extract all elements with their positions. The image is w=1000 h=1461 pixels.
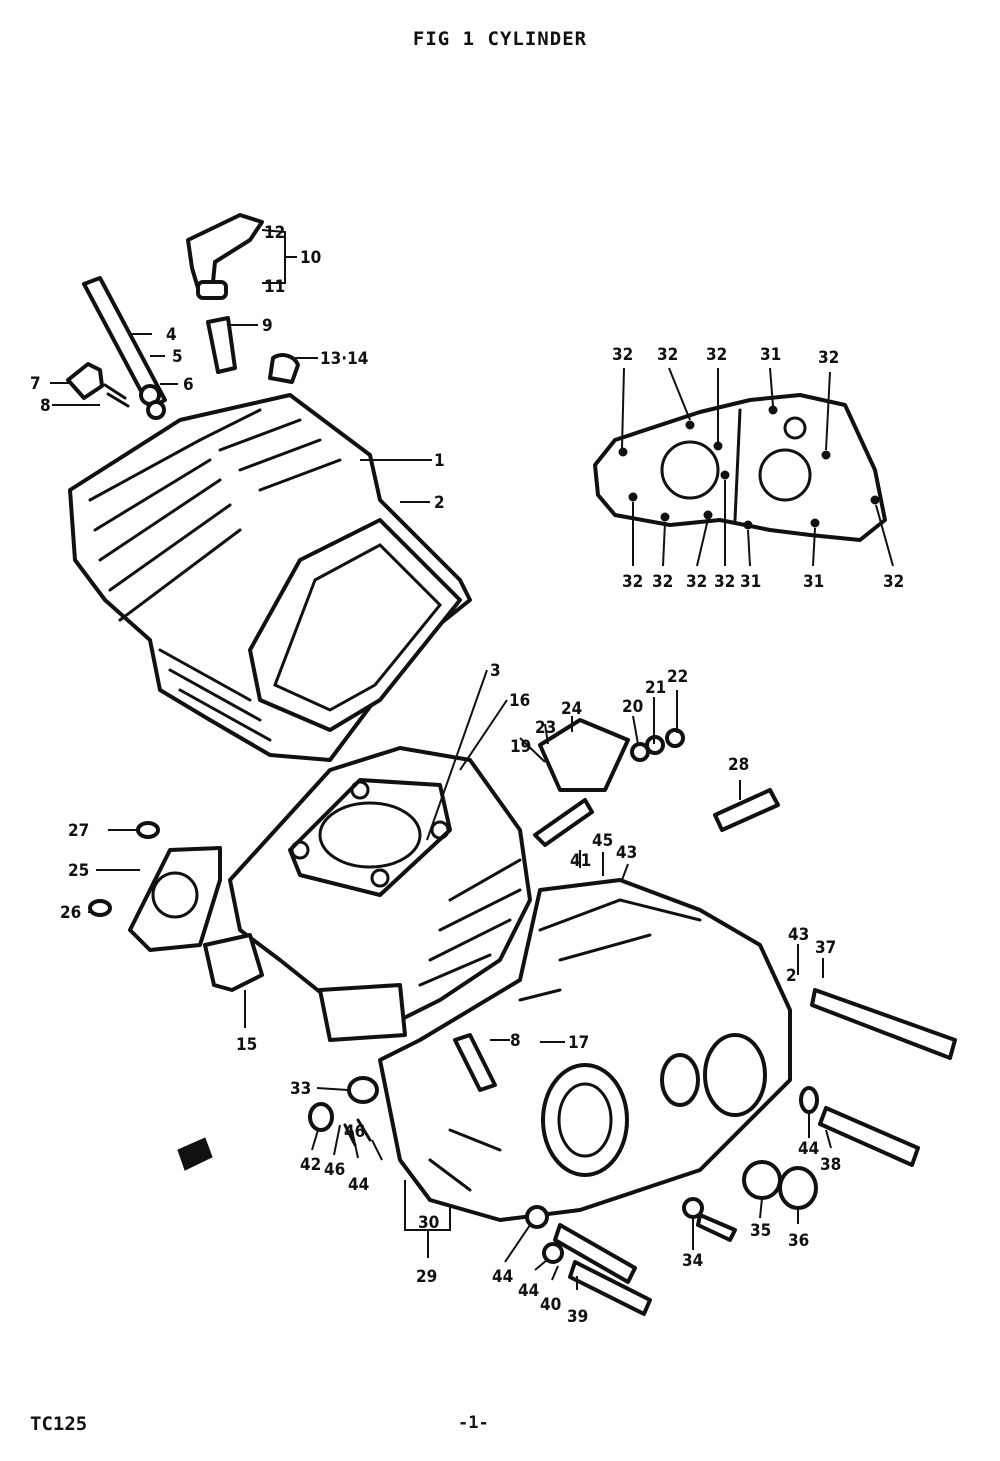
bolts-and-pins	[308, 718, 957, 1316]
callout-41: 41	[570, 851, 591, 871]
callout-30: 30	[418, 1213, 439, 1233]
callout-20: 20	[622, 697, 643, 717]
leader-lines	[50, 229, 832, 1290]
callout-25: 25	[68, 861, 89, 881]
callout-3: 3	[490, 661, 501, 681]
callout-2: 2	[434, 493, 445, 513]
crankcase	[378, 878, 792, 1222]
callout-45: 45	[592, 831, 613, 851]
inset-callout-bottom-3: 32	[686, 572, 707, 592]
callout-19: 19	[510, 737, 531, 757]
callout-28: 28	[728, 755, 749, 775]
callout-labels: 1 2 3 4 5 6 7 8 9 10 11 12 13·14 15 16 1…	[30, 223, 904, 1327]
cylinder-block	[228, 746, 532, 1042]
callout-44b: 44	[492, 1267, 513, 1287]
callout-8: 8	[40, 396, 51, 416]
callout-33: 33	[290, 1079, 311, 1099]
callout-29: 29	[416, 1267, 437, 1287]
inset-callout-top-2: 32	[657, 345, 678, 365]
callout-22: 22	[667, 667, 688, 687]
callout-21: 21	[645, 678, 666, 698]
callout-38: 38	[820, 1155, 841, 1175]
inset-callout-top-3: 32	[706, 345, 727, 365]
callout-26: 26	[60, 903, 81, 923]
callout-44a: 44	[798, 1139, 819, 1159]
callout-44c: 44	[518, 1281, 539, 1301]
callout-12: 12	[264, 223, 285, 243]
callout-23: 23	[535, 718, 556, 738]
callout-37: 37	[815, 938, 836, 958]
oil-fitting-assembly	[66, 213, 300, 420]
callout-8b: 8	[510, 1031, 521, 1051]
callout-2b: 2	[786, 966, 797, 986]
callout-44d: 44	[348, 1175, 369, 1195]
callout-35: 35	[750, 1221, 771, 1241]
callout-40: 40	[540, 1295, 561, 1315]
callout-43b: 43	[788, 925, 809, 945]
callout-34: 34	[682, 1251, 703, 1271]
callout-17: 17	[568, 1033, 589, 1053]
inset-crankcase-bolts	[593, 367, 894, 567]
inset-callout-top-1: 32	[612, 345, 633, 365]
callout-13-14: 13·14	[320, 349, 368, 369]
callout-46b: 46	[344, 1122, 365, 1142]
cylinder-head	[68, 393, 472, 762]
inset-callout-bottom-4: 32	[714, 572, 735, 592]
figure-title: FIG 1 CYLINDER	[412, 28, 588, 50]
callout-7: 7	[30, 374, 41, 394]
callout-16: 16	[509, 691, 530, 711]
callout-4: 4	[166, 325, 177, 345]
callout-36: 36	[788, 1231, 809, 1251]
inset-callout-bottom-1: 32	[622, 572, 643, 592]
inset-callout-bottom-5: 31	[740, 572, 761, 592]
intake-parts	[88, 821, 264, 1171]
callout-15: 15	[236, 1035, 257, 1055]
callout-46: 46	[324, 1160, 345, 1180]
callout-42: 42	[300, 1155, 321, 1175]
callout-5: 5	[172, 347, 183, 367]
inset-callout-bottom-6: 31	[803, 572, 824, 592]
inset-callout-bottom-2: 32	[652, 572, 673, 592]
page-number: -1-	[458, 1413, 489, 1433]
callout-10: 10	[300, 248, 321, 268]
model-code: TC125	[30, 1413, 88, 1435]
callout-11: 11	[264, 277, 285, 297]
callout-43a: 43	[616, 843, 637, 863]
callout-24: 24	[561, 699, 582, 719]
callout-27: 27	[68, 821, 89, 841]
callout-1: 1	[434, 451, 445, 471]
inset-callout-bottom-7: 32	[883, 572, 904, 592]
inset-callout-top-4: 31	[760, 345, 781, 365]
inset-callout-top-5: 32	[818, 348, 839, 368]
callout-39: 39	[567, 1307, 588, 1327]
callout-6: 6	[183, 375, 194, 395]
callout-9: 9	[262, 316, 273, 336]
